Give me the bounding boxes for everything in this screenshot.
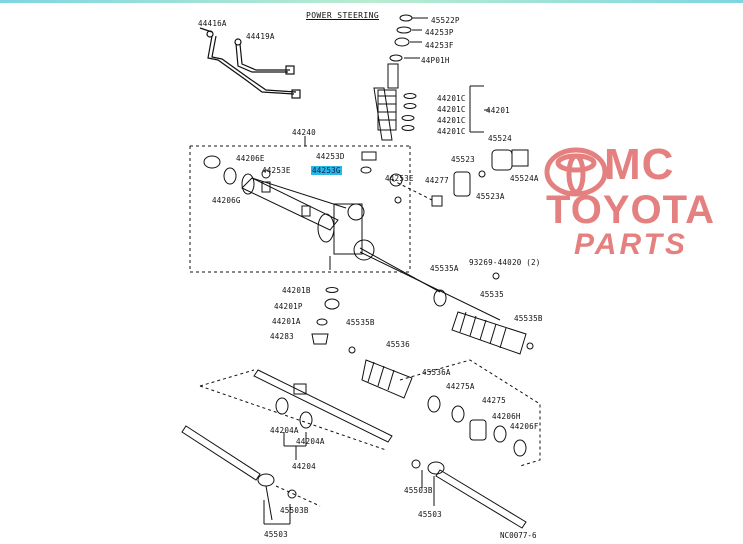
part-label[interactable]: 45536 bbox=[386, 340, 410, 349]
part-label[interactable]: 45536A bbox=[422, 368, 451, 377]
part-label[interactable]: 44253D bbox=[316, 152, 345, 161]
part-label[interactable]: 44253P bbox=[425, 28, 454, 37]
part-label[interactable]: 93269-44020 (2) bbox=[469, 258, 541, 267]
mc-toyota-parts-logo: MC TOYOTA PARTS bbox=[540, 140, 720, 270]
part-label[interactable]: 44201B bbox=[282, 286, 311, 295]
tie-rod-right bbox=[411, 459, 527, 529]
part-label[interactable]: 44201C bbox=[437, 127, 466, 136]
part-label[interactable]: 45503B bbox=[280, 506, 309, 515]
part-label[interactable]: 45535 bbox=[480, 290, 504, 299]
part-label[interactable]: 45535B bbox=[514, 314, 543, 323]
part-label[interactable]: 44201C bbox=[437, 105, 466, 114]
part-label[interactable]: 44275 bbox=[482, 396, 506, 405]
part-label[interactable]: 44277 bbox=[425, 176, 449, 185]
part-label[interactable]: 44201C bbox=[437, 94, 466, 103]
part-label[interactable]: 44283 bbox=[270, 332, 294, 341]
part-label[interactable]: 45535A bbox=[430, 264, 459, 273]
control-valve-stack bbox=[373, 14, 490, 141]
gear-housing-bracket bbox=[189, 145, 411, 273]
part-label[interactable]: 45523A bbox=[476, 192, 505, 201]
part-label[interactable]: 44240 bbox=[292, 128, 316, 137]
part-label[interactable]: 44201P bbox=[274, 302, 303, 311]
part-label[interactable]: 44204A bbox=[270, 426, 299, 435]
pressure-tube-set bbox=[199, 27, 301, 99]
part-label[interactable]: 44206F bbox=[510, 422, 539, 431]
part-label[interactable]: 45522P bbox=[431, 16, 460, 25]
part-label[interactable]: 45503 bbox=[264, 530, 288, 539]
toyota-emblem-icon bbox=[544, 147, 608, 197]
part-label[interactable]: 44P01H bbox=[421, 56, 450, 65]
part-label[interactable]: 45524A bbox=[510, 174, 539, 183]
part-label[interactable]: 45524 bbox=[488, 134, 512, 143]
rack-housing bbox=[241, 173, 375, 270]
part-label[interactable]: 44206G bbox=[212, 196, 241, 205]
part-label[interactable]: 44206E bbox=[236, 154, 265, 163]
part-label[interactable]: 44201C bbox=[437, 116, 466, 125]
part-label[interactable]: 44253E bbox=[262, 166, 291, 175]
rack-boot-right bbox=[433, 289, 527, 355]
diagram-title: POWER STEERING bbox=[306, 11, 380, 20]
part-label[interactable]: 44204A bbox=[296, 437, 325, 446]
logo-toyota-text: TOYOTA bbox=[546, 188, 715, 232]
part-label[interactable]: 45503B bbox=[404, 486, 433, 495]
part-label[interactable]: 45523 bbox=[451, 155, 475, 164]
part-label[interactable]: 44419A bbox=[246, 32, 275, 41]
rack-boot-left bbox=[361, 359, 441, 413]
mount-parts bbox=[431, 149, 529, 280]
logo-mc-text: MC bbox=[604, 140, 675, 189]
part-label[interactable]: 44201A bbox=[272, 317, 301, 326]
part-label[interactable]: 44206H bbox=[492, 412, 521, 421]
logo-parts-text: PARTS bbox=[574, 228, 688, 261]
part-label[interactable]: 45503 bbox=[418, 510, 442, 519]
tie-rod-left bbox=[181, 425, 297, 521]
part-label[interactable]: 44275A bbox=[446, 382, 475, 391]
part-label[interactable]: 44253E bbox=[385, 174, 414, 183]
diagram-code: NC0077-6 bbox=[500, 531, 537, 540]
top-accent-bar bbox=[0, 0, 743, 3]
part-label[interactable]: 44416A bbox=[198, 19, 227, 28]
part-label[interactable]: 45535B bbox=[346, 318, 375, 327]
part-label[interactable]: 44201 bbox=[486, 106, 510, 115]
part-label[interactable]: 44253F bbox=[425, 41, 454, 50]
part-label[interactable]: 44204 bbox=[292, 462, 316, 471]
part-label-highlighted[interactable]: 44253G bbox=[311, 166, 342, 175]
